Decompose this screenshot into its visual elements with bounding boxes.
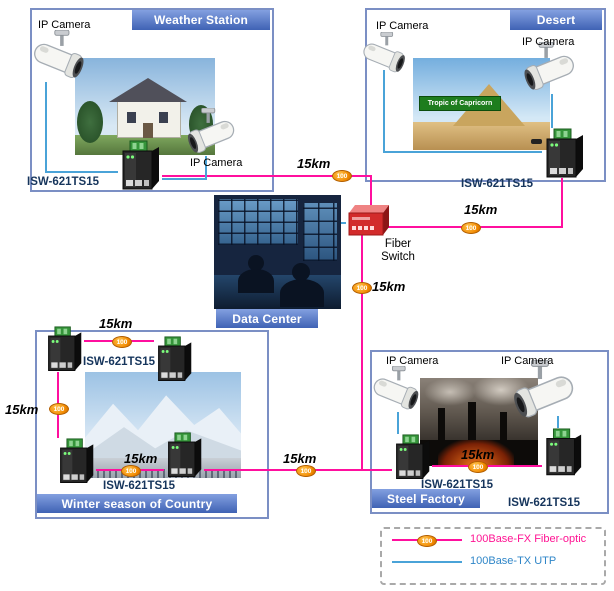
ip-camera-icon (514, 360, 574, 418)
speed-badge: 100 (417, 535, 437, 547)
desert-header: Desert (510, 10, 602, 30)
ip-camera-icon (34, 30, 84, 79)
ip-camera-label: IP Camera (386, 355, 439, 367)
speed-badge: 100 (352, 282, 372, 294)
ip-camera-icon (363, 32, 405, 73)
legend-fiber-label: 100Base-FX Fiber-optic (470, 533, 587, 545)
industrial-switch-icon (122, 140, 159, 190)
steel-factory-header: Steel Factory (372, 489, 480, 508)
distance-label: 15km (461, 447, 495, 462)
sand (413, 122, 550, 150)
utp-link-ws-cam2 (162, 156, 207, 180)
fiber-link-weather-to-core (162, 175, 372, 206)
city-buildings (85, 469, 241, 478)
switch-model-label: ISW-621TS15 (508, 497, 580, 509)
window (127, 112, 136, 123)
side-monitors (303, 203, 337, 261)
legend-utp-label: 100Base-TX UTP (470, 555, 557, 567)
car (531, 139, 542, 144)
winter-box (35, 330, 269, 519)
industrial-switch-icon (60, 438, 94, 483)
smoke (424, 378, 476, 406)
distance-label: 15km (372, 279, 406, 294)
speed-badge: 100 (461, 222, 481, 234)
data-center-photo (214, 195, 341, 309)
speed-badge: 100 (112, 336, 132, 348)
speed-badge: 100 (468, 461, 488, 473)
switch-model-label: ISW-621TS15 (83, 356, 155, 368)
desert-box (365, 8, 606, 182)
ip-camera-icon (373, 366, 419, 410)
ip-camera-icon (524, 42, 574, 91)
chimney (500, 412, 507, 444)
utp-link-desert-cam1 (383, 70, 542, 153)
weather-station-header: Weather Station (132, 10, 270, 30)
speed-badge: 100 (121, 465, 141, 477)
distance-label: 15km (99, 316, 133, 331)
door (143, 123, 153, 138)
operator-silhouette (238, 269, 274, 293)
switch-model-label: ISW-621TS15 (461, 178, 533, 190)
roof (109, 78, 187, 102)
steel-factory-box (370, 350, 609, 514)
fiber-switch-label: Fiber Switch (381, 238, 415, 264)
operator-silhouette (280, 279, 324, 307)
ip-camera-label: IP Camera (190, 157, 243, 169)
chimney (438, 408, 445, 444)
ip-camera-label: IP Camera (501, 355, 554, 367)
distance-label: 15km (5, 402, 39, 417)
operator-silhouette (248, 255, 264, 271)
speed-badge: 100 (332, 170, 352, 182)
distance-label: 15km (283, 451, 317, 466)
distance-label: 15km (464, 202, 498, 217)
operator-silhouette (292, 263, 310, 281)
industrial-switch-icon (546, 428, 582, 476)
switch-model-label: ISW-621TS15 (421, 479, 493, 491)
ip-camera-label: IP Camera (376, 20, 429, 32)
switch-model-label: ISW-621TS15 (27, 176, 99, 188)
tree (77, 101, 103, 143)
fiber-switch-icon (348, 205, 389, 236)
industrial-switch-icon (546, 128, 583, 178)
distance-label: 15km (124, 451, 158, 466)
ip-camera-label: IP Camera (522, 36, 575, 48)
chimney (468, 402, 476, 444)
ip-camera-label: IP Camera (38, 19, 91, 31)
pyramid-photo: Tropic of Capricorn (413, 58, 550, 150)
window (159, 112, 168, 123)
switch-model-label: ISW-621TS15 (103, 480, 175, 492)
weather-station-box (30, 8, 274, 192)
industrial-switch-icon (158, 336, 192, 381)
winter-header: Winter season of Country (37, 494, 237, 513)
tropic-sign: Tropic of Capricorn (419, 96, 501, 111)
industrial-switch-icon (48, 326, 82, 371)
distance-label: 15km (297, 156, 331, 171)
legend-utp-line (392, 561, 462, 563)
industrial-switch-icon (396, 434, 430, 479)
utp-link-ws-cam1 (45, 82, 118, 173)
speed-badge: 100 (49, 403, 69, 415)
speed-badge: 100 (296, 465, 316, 477)
industrial-switch-icon (168, 432, 202, 477)
fiber-link-desert-to-core (388, 178, 563, 228)
ip-camera-icon (187, 108, 235, 153)
legend-box (380, 527, 606, 585)
data-center-header: Data Center (216, 309, 318, 328)
video-wall (218, 199, 298, 245)
